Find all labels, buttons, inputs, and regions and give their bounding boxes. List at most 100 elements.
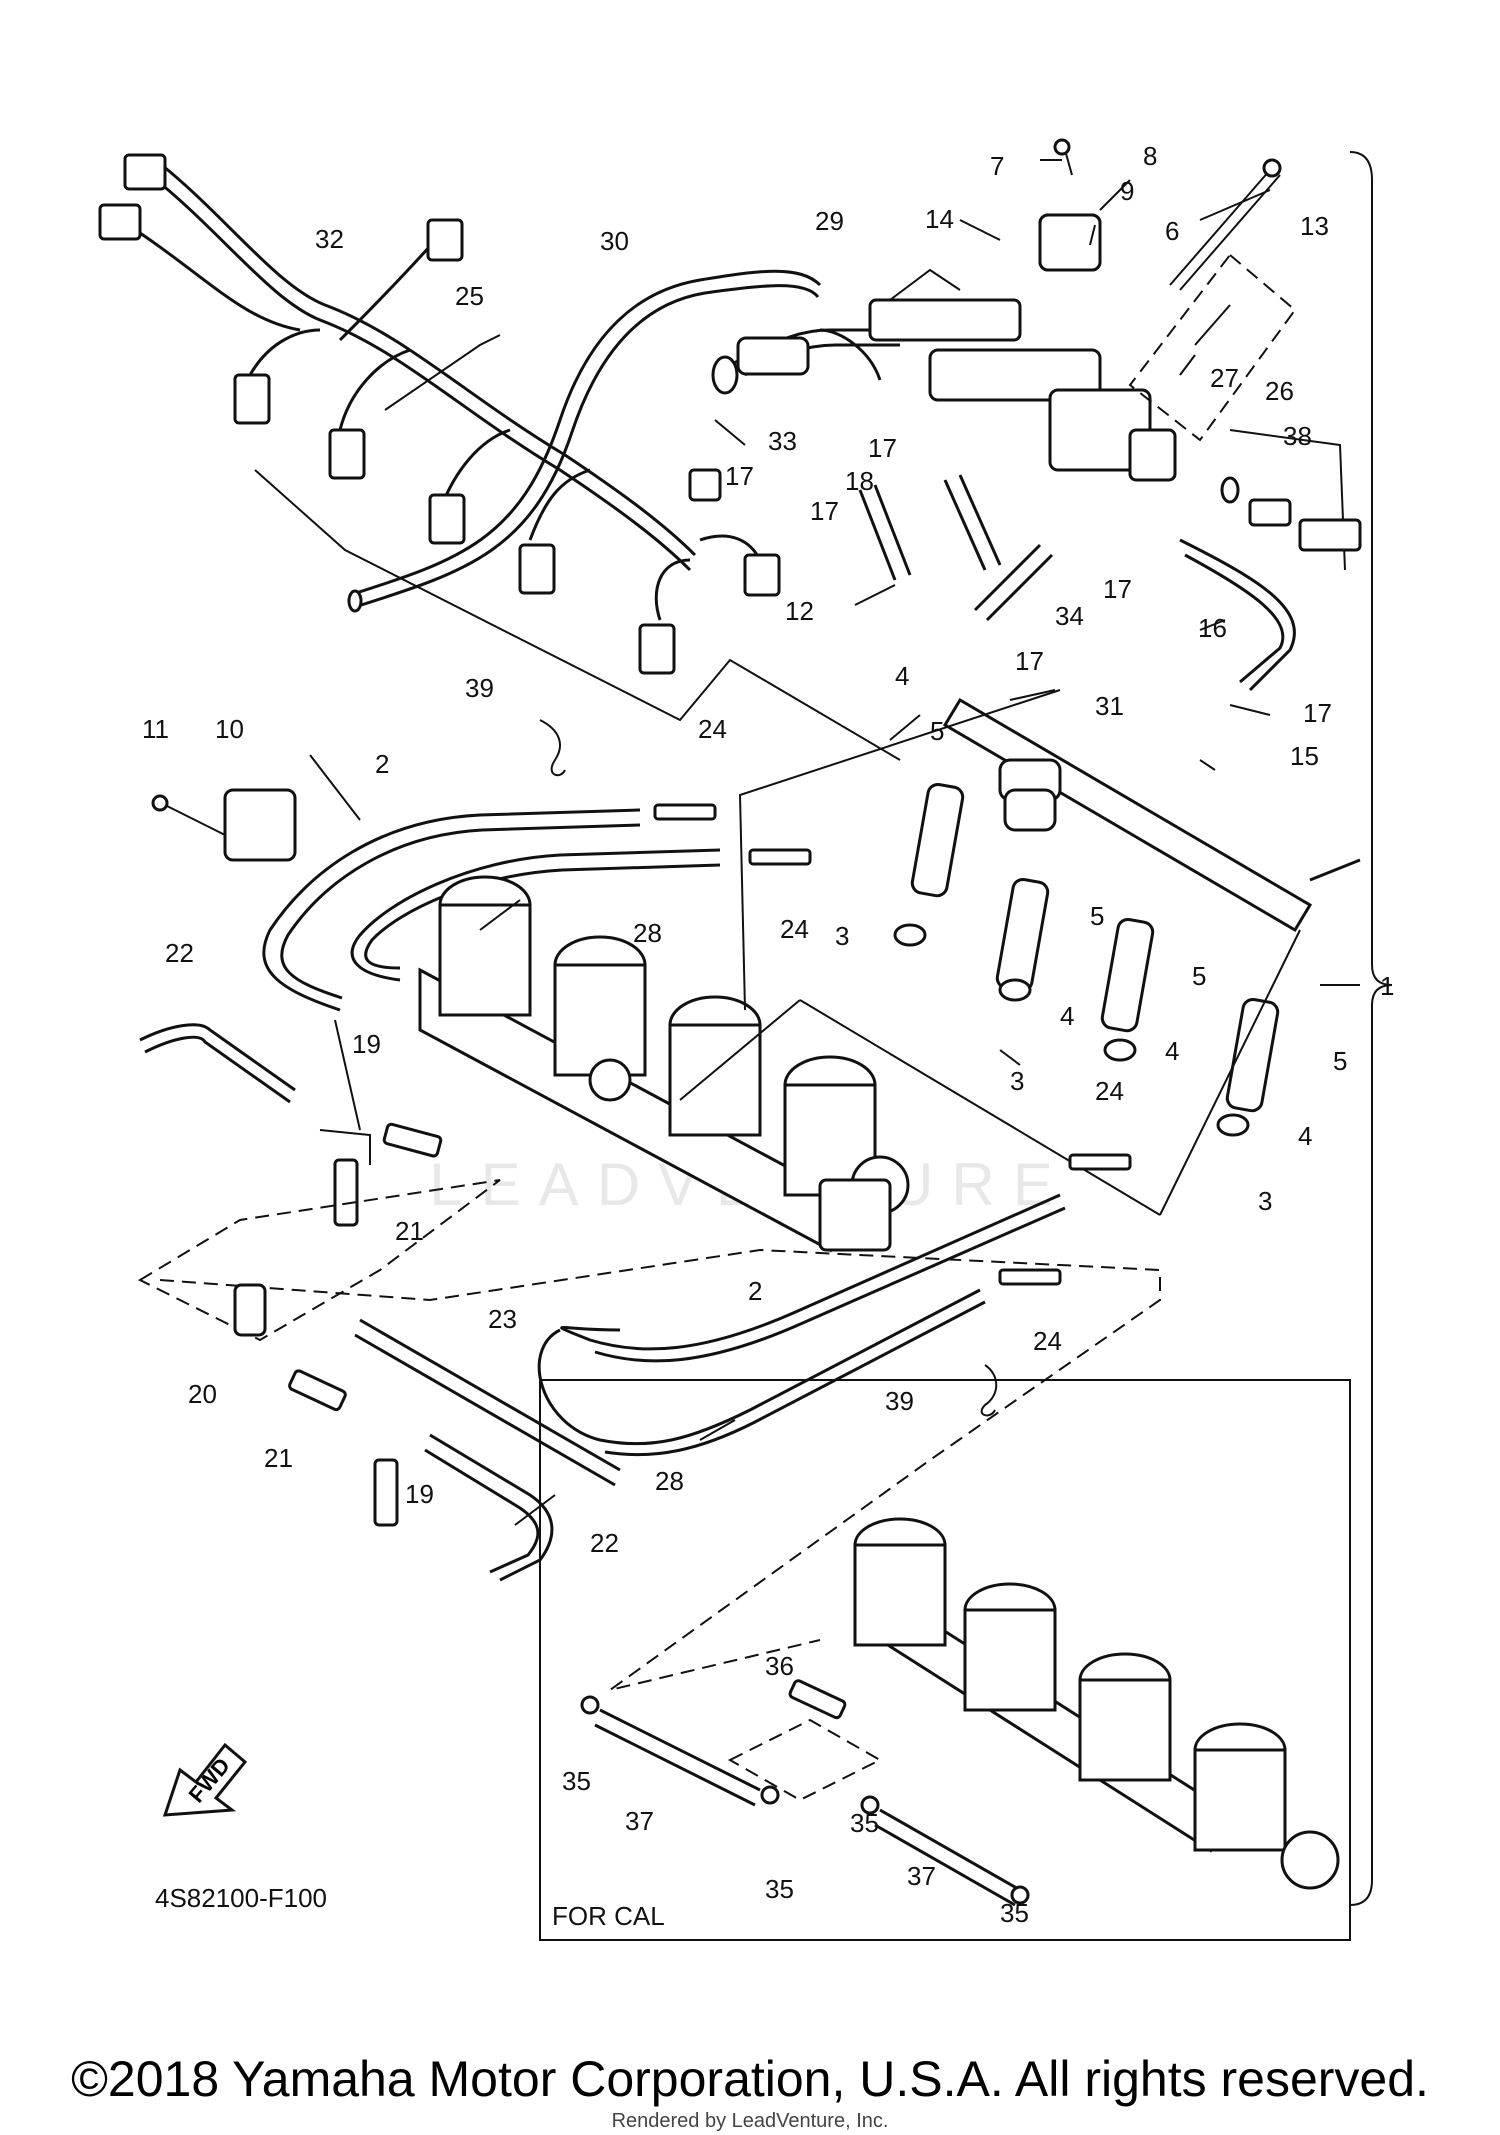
fuel-rail	[942, 697, 1361, 933]
callout-4: 4	[1298, 1121, 1312, 1151]
callout-3: 3	[1258, 1186, 1272, 1216]
bolt-24b	[748, 848, 812, 866]
callout-11: 11	[142, 714, 169, 744]
callout-1: 1	[1380, 971, 1394, 1001]
callout-19: 19	[352, 1029, 381, 1059]
joint-19-upper	[319, 1129, 371, 1165]
callout-24: 24	[698, 714, 727, 744]
callout-17: 17	[1303, 698, 1332, 728]
callout-22: 22	[590, 1528, 619, 1558]
for-cal-inset	[539, 1379, 1351, 1941]
hose-21-upper	[333, 1158, 359, 1227]
joint-20	[233, 1283, 267, 1337]
callout-35: 35	[765, 1874, 794, 1904]
bolt-13	[1169, 169, 1271, 286]
callout-7: 7	[990, 151, 1004, 181]
callout-21: 21	[395, 1216, 424, 1246]
hose-18	[858, 489, 897, 581]
seal-3a	[893, 923, 927, 947]
hose-37-right	[879, 1808, 1021, 1892]
callout-35: 35	[562, 1766, 591, 1796]
callout-3: 3	[1010, 1066, 1024, 1096]
callout-8: 8	[1143, 141, 1157, 171]
regulator-box	[1128, 253, 1297, 442]
callout-38: 38	[1283, 421, 1312, 451]
callout-37: 37	[625, 1806, 654, 1836]
callout-9: 9	[1120, 176, 1134, 206]
callout-5: 5	[1333, 1046, 1347, 1076]
hose-28-lower	[537, 1288, 981, 1446]
throttle-position-sensor	[223, 788, 297, 862]
copyright-notice: ©2018 Yamaha Motor Corporation, U.S.A. A…	[71, 2051, 1429, 2107]
injector-left	[910, 782, 965, 898]
callout-4: 4	[1060, 1001, 1074, 1031]
injector-mid-right	[1100, 917, 1155, 1033]
seal-3b	[998, 978, 1032, 1002]
throttle-body-cal	[853, 1517, 1340, 1890]
callout-32: 32	[315, 224, 344, 254]
callout-6: 6	[1165, 216, 1179, 246]
clamp-35c	[860, 1795, 880, 1815]
callout-2: 2	[375, 749, 389, 779]
joint-36	[788, 1679, 847, 1720]
callout-39: 39	[885, 1386, 914, 1416]
callout-18: 18	[845, 466, 874, 496]
callout-labels: 1 2 2 3 3 3 4 4 4 4 5 5 5 5 6 7 8 9 10 1…	[142, 141, 1394, 1928]
inset-label: FOR CAL	[552, 1901, 665, 1931]
callout-28: 28	[655, 1466, 684, 1496]
callout-5: 5	[1090, 901, 1104, 931]
callout-4: 4	[1165, 1036, 1179, 1066]
bolt-24a	[653, 803, 717, 821]
hose-34	[973, 543, 1042, 612]
callout-17: 17	[1015, 646, 1044, 676]
hose-22-upper	[139, 1023, 296, 1092]
bolt-24c	[1068, 1153, 1132, 1171]
assembly-bracket	[1349, 151, 1393, 1906]
band-39b	[980, 1364, 998, 1417]
rendered-by-notice: Rendered by LeadVenture, Inc.	[611, 2110, 889, 2132]
clamp-35d	[1010, 1885, 1030, 1905]
callout-2: 2	[748, 1276, 762, 1306]
hose-28-upper	[350, 848, 721, 982]
map-sensor	[1038, 213, 1102, 272]
callout-17: 17	[725, 461, 754, 491]
callout-10: 10	[215, 714, 244, 744]
callout-25: 25	[455, 281, 484, 311]
hose-21-lower-b	[373, 1458, 399, 1527]
callout-17: 17	[868, 433, 897, 463]
callout-37: 37	[907, 1861, 936, 1891]
clamp-35b	[760, 1785, 780, 1805]
callout-30: 30	[600, 226, 629, 256]
band-39a	[539, 719, 566, 777]
callout-5: 5	[1192, 961, 1206, 991]
callout-13: 13	[1300, 211, 1329, 241]
callout-17: 17	[1103, 574, 1132, 604]
callout-12: 12	[785, 596, 814, 626]
hose-16	[1179, 538, 1296, 692]
diagram-code: 4S82100-F100	[155, 1883, 327, 1913]
cable-tie	[384, 334, 501, 411]
wire-harness	[98, 153, 781, 675]
hose-2-upper	[262, 808, 641, 1012]
hose-2-lower	[560, 1193, 1061, 1351]
callout-35: 35	[1000, 1898, 1029, 1928]
callout-15: 15	[1290, 741, 1319, 771]
hose-21-lower-a	[288, 1369, 347, 1412]
leader-harness	[254, 469, 901, 761]
callout-14: 14	[925, 204, 954, 234]
hose-23	[359, 1318, 621, 1472]
callout-24: 24	[1033, 1326, 1062, 1356]
bolt-24d	[998, 1268, 1062, 1286]
callout-17: 17	[810, 496, 839, 526]
callout-33: 33	[768, 426, 797, 456]
callout-28: 28	[633, 918, 662, 948]
seal-3d	[1216, 1113, 1250, 1137]
seal-3c	[1103, 1038, 1137, 1062]
callout-5: 5	[930, 716, 944, 746]
callout-3: 3	[835, 921, 849, 951]
callout-35: 35	[850, 1808, 879, 1838]
callout-4: 4	[895, 661, 909, 691]
hose-37-left	[599, 1708, 761, 1792]
callout-24: 24	[780, 914, 809, 944]
